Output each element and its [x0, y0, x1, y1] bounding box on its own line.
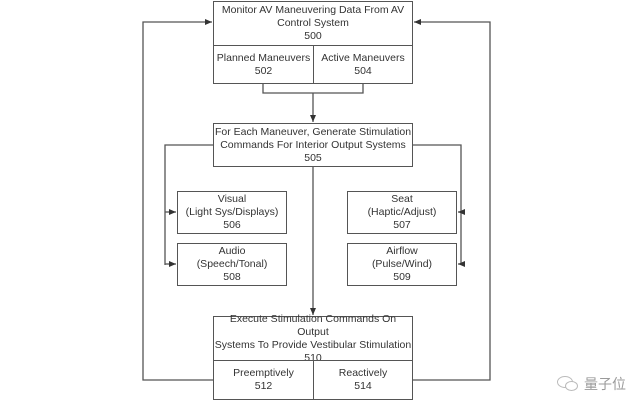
bracket-merge-line	[262, 83, 364, 94]
wechat-icon	[557, 376, 578, 391]
preemptively-label: Preemptively	[233, 367, 294, 379]
branch-line-left	[164, 144, 213, 265]
execute-title-line2: Systems To Provide Vestibular Stimulatio…	[214, 338, 412, 351]
airflow-label: Airflow	[386, 245, 418, 257]
box-visual: Visual (Light Sys/Displays) 506	[177, 191, 287, 234]
watermark: 量子位	[556, 374, 626, 394]
planned-maneuvers-ref: 502	[254, 64, 273, 77]
loop-line-left	[142, 19, 213, 381]
box-monitor-av-data: Monitor AV Maneuvering Data From AV Cont…	[213, 1, 413, 84]
branch-line-right	[413, 144, 462, 265]
monitor-title-line2: Control System	[277, 17, 349, 29]
box-airflow: Airflow (Pulse/Wind) 509	[347, 243, 457, 286]
generate-title-line2: Commands For Interior Output Systems	[220, 138, 406, 151]
watermark-text: 量子位	[584, 377, 626, 393]
reactively-label: Reactively	[338, 367, 388, 379]
preemptively-cell: Preemptively 512	[214, 361, 313, 399]
execute-title-line1: Execute Stimulation Commands On Output	[229, 312, 397, 338]
box-audio: Audio (Speech/Tonal) 508	[177, 243, 287, 286]
divider	[313, 360, 314, 399]
audio-sub: (Speech/Tonal)	[196, 258, 268, 270]
box-execute-commands: Execute Stimulation Commands On Output S…	[213, 312, 413, 400]
planned-maneuvers-cell: Planned Maneuvers 502	[214, 46, 313, 83]
airflow-ref: 509	[393, 271, 411, 283]
divider	[313, 45, 314, 83]
active-maneuvers-cell: Active Maneuvers 504	[314, 46, 412, 83]
loop-line-right	[413, 19, 491, 381]
generate-ref: 505	[304, 151, 322, 164]
monitor-title: Monitor AV Maneuvering Data From AV Cont…	[214, 2, 412, 45]
seat-label: Seat	[391, 193, 413, 205]
audio-ref: 508	[223, 271, 241, 283]
seat-sub: (Haptic/Adjust)	[367, 206, 437, 218]
monitor-title-line1: Monitor AV Maneuvering Data From AV	[221, 4, 405, 16]
box-generate-commands: For Each Maneuver, Generate Stimulation …	[213, 123, 413, 167]
seat-ref: 507	[393, 219, 411, 231]
visual-sub: (Light Sys/Displays)	[185, 206, 279, 218]
preemptively-ref: 512	[254, 380, 273, 392]
planned-maneuvers-label: Planned Maneuvers	[216, 51, 311, 64]
visual-ref: 506	[223, 219, 241, 231]
reactively-cell: Reactively 514	[314, 361, 412, 399]
box-seat: Seat (Haptic/Adjust) 507	[347, 191, 457, 234]
airflow-sub: (Pulse/Wind)	[371, 258, 433, 270]
active-maneuvers-ref: 504	[354, 64, 372, 77]
monitor-ref: 500	[304, 30, 322, 42]
generate-title-line1: For Each Maneuver, Generate Stimulation	[214, 125, 412, 138]
reactively-ref: 514	[354, 380, 372, 392]
audio-label: Audio	[218, 245, 246, 257]
active-maneuvers-label: Active Maneuvers	[321, 51, 405, 64]
visual-label: Visual	[217, 193, 247, 205]
